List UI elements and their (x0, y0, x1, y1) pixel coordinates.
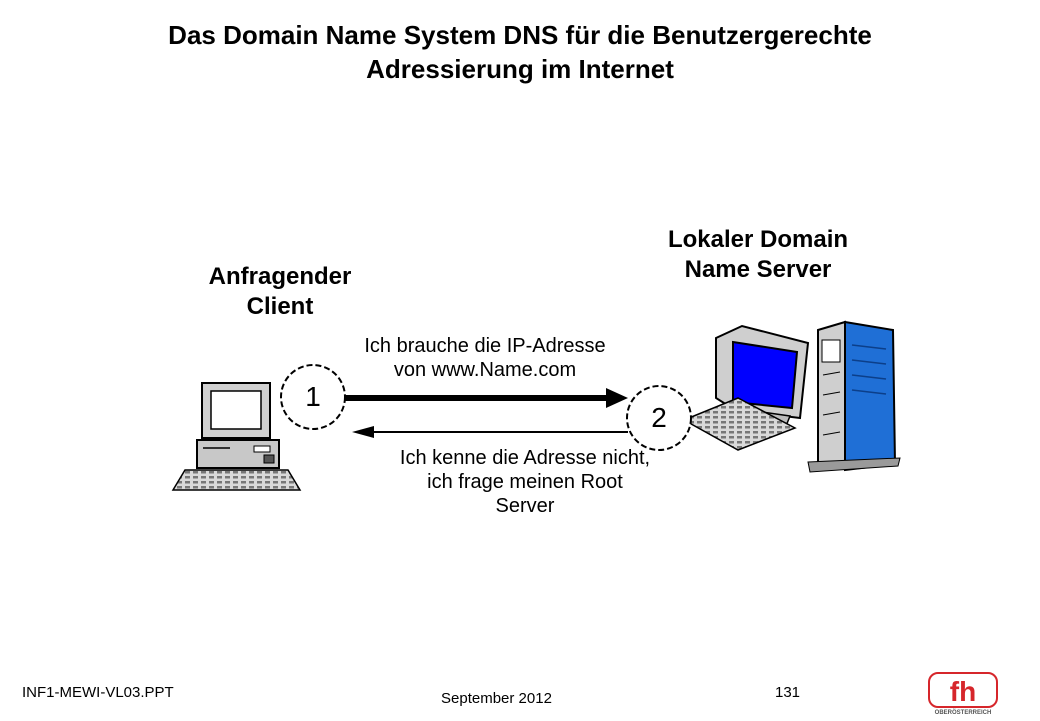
slide-title-line-1: Das Domain Name System DNS für die Benut… (168, 20, 872, 50)
fh-logo: fh OBERÖSTERREICH (928, 672, 998, 716)
client-label: Anfragender Client (180, 262, 380, 322)
footer-date: September 2012 (441, 690, 552, 707)
server-screen (732, 340, 799, 410)
request-message-line-2: von www.Name.com (393, 359, 577, 381)
footer-filename: INF1-MEWI-VL03.PPT (22, 684, 174, 701)
footer-page-number: 131 (775, 684, 801, 701)
desktop-computer-icon (171, 382, 302, 491)
fh-logo-subtext: OBERÖSTERREICH (935, 709, 992, 716)
step-1-number: 1 (305, 381, 321, 412)
server-label: Lokaler Domain Name Server (638, 225, 878, 285)
step-2-marker (626, 385, 692, 451)
fh-logo-letters: fh (950, 676, 976, 707)
slide-title-line-2: Adressierung im Internet (366, 54, 674, 84)
response-message: Ich kenne die Adresse nicht, ich frage m… (375, 446, 675, 518)
client-label-line-2: Client (246, 293, 314, 320)
response-message-line-3: Server (495, 495, 555, 517)
response-message-line-1: Ich kenne die Adresse nicht, (399, 447, 651, 469)
client-label-line-1: Anfragender (208, 263, 352, 290)
request-message: Ich brauche die IP-Adresse von www.Name.… (335, 334, 635, 382)
server-tower-side (844, 320, 897, 472)
request-message-line-1: Ich brauche die IP-Adresse (364, 335, 606, 357)
server-label-line-1: Lokaler Domain (667, 226, 849, 253)
fh-logo-mark: fh OBERÖSTERREICH (928, 672, 998, 716)
step-2-number: 2 (651, 402, 667, 433)
response-message-line-2: ich frage meinen Root (427, 471, 623, 493)
request-arrow (345, 388, 628, 408)
server-workstation-icon (682, 320, 901, 473)
server-label-line-2: Name Server (684, 256, 832, 283)
slide-title: Das Domain Name System DNS für die Benut… (40, 18, 1000, 86)
response-arrow (352, 426, 628, 438)
